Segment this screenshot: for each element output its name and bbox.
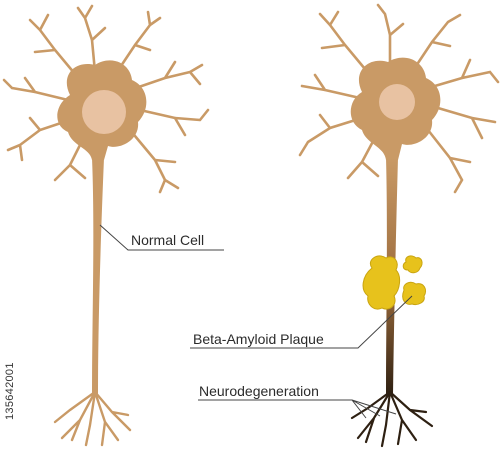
normal-dendrites xyxy=(2,4,210,194)
normal-terminals xyxy=(53,390,132,447)
diseased-neuron xyxy=(298,3,500,448)
beta-amyloid-plaques xyxy=(362,255,427,310)
plaque-leader xyxy=(190,295,413,349)
normal-nucleus xyxy=(82,90,126,134)
plaque-small xyxy=(402,255,423,274)
leader-lines xyxy=(99,224,413,419)
diseased-dendrites xyxy=(298,3,500,194)
plaque-large xyxy=(362,255,401,310)
normal-cell-label: Normal Cell xyxy=(131,232,205,248)
degenerated-terminals xyxy=(350,390,434,448)
normal-neuron xyxy=(2,4,210,447)
neurodegeneration-label: Neurodegeneration xyxy=(199,383,319,399)
normal-cell-leader xyxy=(99,224,224,251)
normal-axon xyxy=(92,158,104,395)
diseased-nucleus xyxy=(379,84,415,120)
neuro-leader xyxy=(198,399,397,419)
stock-id: 135642001 xyxy=(4,362,16,420)
plaque-label: Beta-Amyloid Plaque xyxy=(193,331,324,347)
